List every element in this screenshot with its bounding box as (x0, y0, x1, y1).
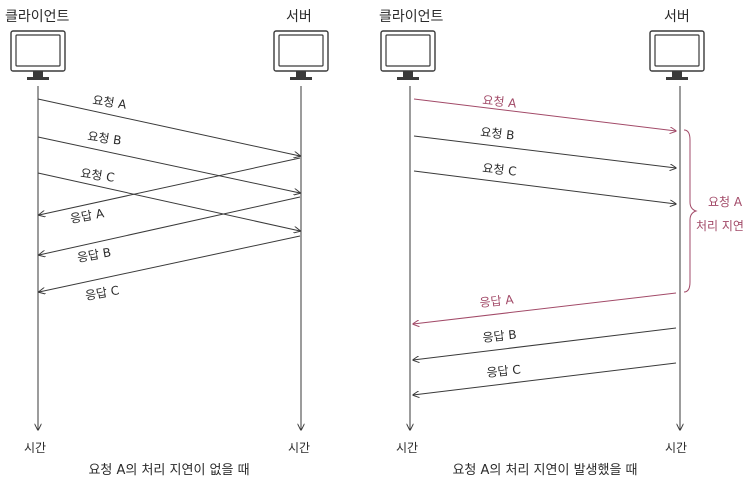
monitor-icon (273, 30, 329, 81)
left-request-a-arrow (37, 98, 300, 156)
right-response-a-arrow (413, 292, 677, 324)
right-request-b-arrow (413, 135, 676, 168)
right-panel: 클라이언트 서버 요청 A 처리 지연 요청 A 요청 B 요청 C 응답 A … (379, 9, 744, 478)
monitor-icon (380, 30, 436, 81)
right-response-b-label: 응답 B (482, 327, 517, 344)
right-request-b-label: 요청 B (480, 125, 515, 142)
left-response-a-label: 응답 A (69, 206, 106, 226)
left-response-c-arrow (39, 235, 301, 292)
monitor-icon (10, 30, 66, 81)
left-response-b-arrow (39, 196, 301, 255)
right-caption: 요청 A의 처리 지연이 발생했을 때 (452, 462, 637, 478)
monitor-icon (649, 30, 705, 81)
left-request-a-label: 요청 A (92, 93, 129, 112)
left-request-b-arrow (37, 136, 300, 193)
right-request-c-arrow (413, 170, 676, 204)
left-request-c-label: 요청 C (80, 166, 116, 185)
left-request-c-arrow (37, 172, 300, 231)
left-response-c-label: 응답 C (84, 283, 120, 303)
left-server-label: 서버 (286, 9, 312, 25)
left-response-a-arrow (39, 157, 301, 215)
left-server-time-label: 시간 (288, 441, 310, 455)
left-client-time-label: 시간 (24, 441, 46, 455)
left-request-b-label: 요청 B (87, 129, 123, 148)
right-request-c-label: 요청 C (482, 161, 518, 179)
right-client-time-label: 시간 (396, 441, 418, 455)
right-request-a-label: 요청 A (482, 93, 518, 111)
right-server-time-label: 시간 (665, 441, 687, 455)
right-response-b-arrow (413, 327, 677, 360)
delay-label-processing: 처리 지연 (696, 219, 744, 233)
left-caption: 요청 A의 처리 지연이 없을 때 (88, 463, 249, 478)
right-response-c-arrow (413, 362, 677, 395)
delay-label-request: 요청 A (708, 195, 743, 209)
left-panel: 클라이언트 서버 요청 A 요청 B 요청 C 응답 A 응답 B 응답 C 시… (5, 9, 329, 478)
left-response-b-label: 응답 B (76, 245, 112, 265)
right-request-a-arrow (413, 98, 676, 131)
left-client-label: 클라이언트 (5, 9, 70, 25)
right-response-c-label: 응답 C (486, 362, 522, 380)
processing-delay-bracket (683, 129, 698, 293)
right-response-a-label: 응답 A (479, 292, 515, 310)
right-client-label: 클라이언트 (379, 9, 444, 25)
right-server-label: 서버 (664, 9, 690, 25)
